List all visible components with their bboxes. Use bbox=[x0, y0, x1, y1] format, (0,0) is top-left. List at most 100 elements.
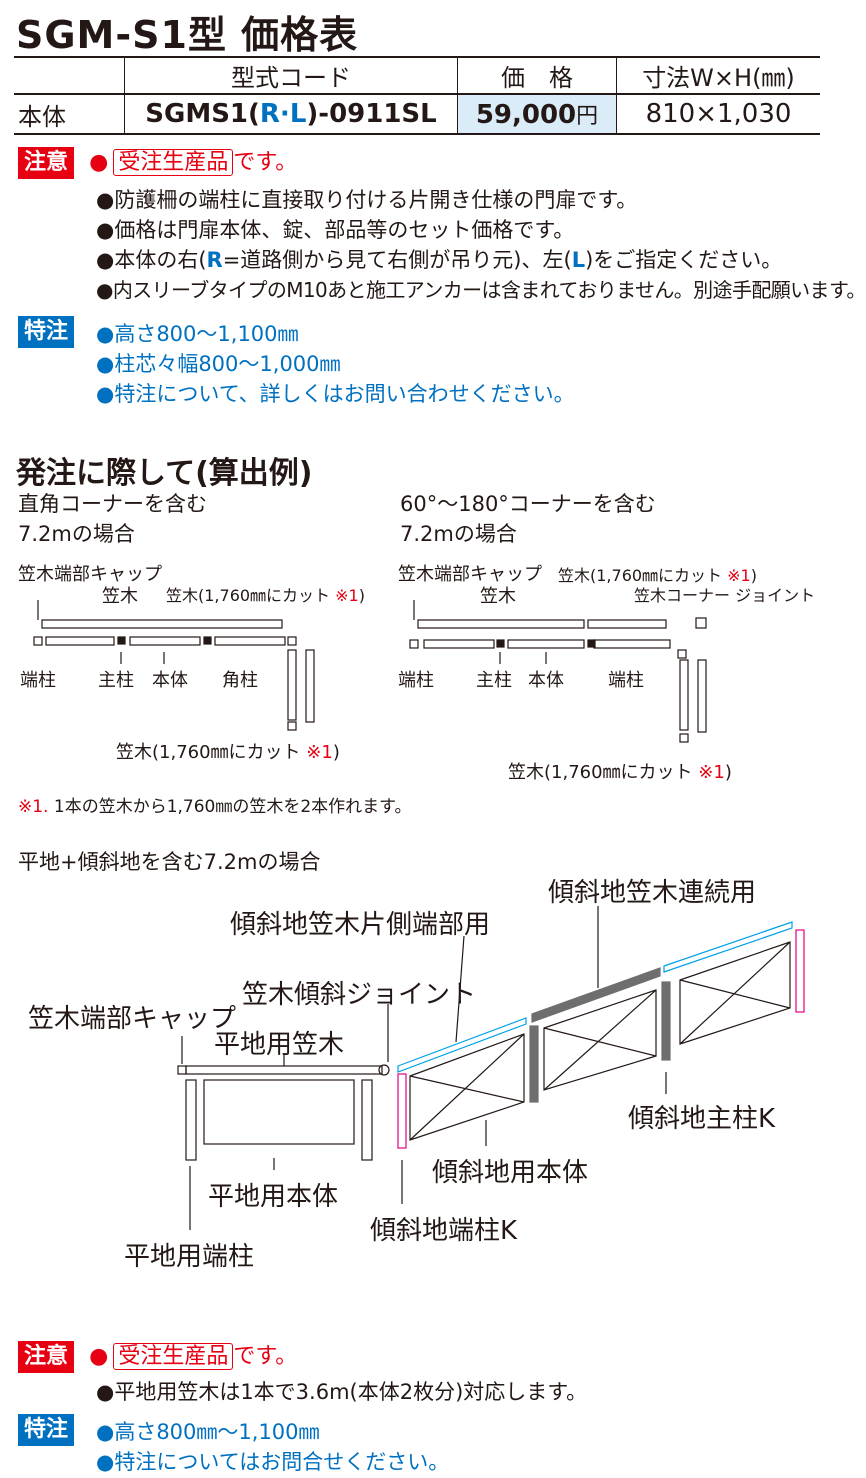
text: ) bbox=[724, 762, 732, 783]
header-price: 価 格 bbox=[457, 56, 617, 95]
special-item: ●特注についてはお問合せください。 bbox=[96, 1450, 450, 1474]
ex1-label-cornerpost: 角柱 bbox=[222, 670, 258, 691]
label-flat-body: 平地用本体 bbox=[208, 1182, 339, 1212]
table-header-row: 型式コード 価 格 寸法W×H(㎜) bbox=[14, 56, 820, 95]
ex1-label-cut2: 笠木(1,760㎜にカット ※1) bbox=[116, 738, 340, 764]
text: 笠木(1,760㎜にカット bbox=[508, 762, 699, 783]
red-bullet: ● bbox=[89, 150, 109, 175]
post-mark bbox=[287, 721, 297, 731]
ex2-label-cut2: 笠木(1,760㎜にカット ※1) bbox=[508, 758, 732, 784]
special-item: ●高さ800㎜～1,100㎜ bbox=[96, 1420, 320, 1444]
model-l: L bbox=[289, 99, 307, 129]
ex2-subtitle: 7.2mの場合 bbox=[400, 522, 517, 546]
ex1-label-body: 本体 bbox=[152, 670, 188, 691]
brace bbox=[409, 1075, 525, 1103]
notice-tag: 注意 bbox=[18, 1341, 75, 1373]
ex2-title: 60°～180°コーナーを含む bbox=[400, 492, 656, 516]
model-code: SGMS1(R·L)-0911SL bbox=[124, 93, 458, 135]
header-model-code: 型式コード bbox=[124, 56, 458, 95]
table-row: 本体 SGMS1(R·L)-0911SL 59,000円 810×1,030 bbox=[14, 93, 820, 135]
flat-rail bbox=[185, 1065, 383, 1075]
text: ) bbox=[332, 742, 340, 763]
main-post-mark bbox=[496, 639, 505, 648]
brace bbox=[679, 979, 791, 1009]
slope-diagram bbox=[177, 906, 805, 1230]
text: =道路側から見て右側が吊り元)、左( bbox=[222, 248, 572, 272]
notice-block-1: 注意 ● 受注生産品です。 bbox=[18, 144, 297, 179]
ex2-label-endpost2: 端柱 bbox=[608, 670, 644, 691]
slope-end-rail bbox=[663, 921, 793, 973]
slope-end-rail bbox=[397, 1017, 527, 1073]
panel bbox=[45, 636, 115, 646]
flat-body-panel bbox=[203, 1079, 355, 1145]
brace bbox=[543, 1027, 657, 1057]
special-item: ●柱芯々幅800～1,000㎜ bbox=[96, 352, 341, 376]
price-table: 型式コード 価 格 寸法W×H(㎜) 本体 SGMS1(R·L)-0911SL … bbox=[14, 56, 820, 135]
notice-item: ●平地用笠木は1本で3.6m(本体2枚分)対応します。 bbox=[96, 1380, 588, 1404]
label-flat-end-post: 平地用端柱 bbox=[124, 1242, 255, 1272]
slope-continuous-rail bbox=[531, 967, 661, 1023]
model-prefix: SGMS1( bbox=[145, 99, 260, 129]
vertical-panel bbox=[287, 649, 297, 721]
slope-main-post bbox=[529, 1025, 539, 1103]
price-unit: 円 bbox=[576, 104, 599, 129]
order-heading: 発注に際して(算出例) bbox=[16, 456, 313, 491]
slope-end-post bbox=[795, 929, 805, 1013]
ex2-label-cut: 笠木(1,760㎜にカット ※1) bbox=[558, 562, 757, 586]
slope-joint-mark bbox=[378, 1064, 390, 1076]
brace bbox=[543, 989, 657, 1091]
text: ) bbox=[358, 586, 365, 605]
note-ref: ※1 bbox=[335, 586, 359, 605]
brace bbox=[679, 941, 791, 1045]
header-dimensions: 寸法W×H(㎜) bbox=[616, 56, 820, 95]
corner-joint-mark bbox=[695, 617, 707, 629]
label-end-cap: 笠木端部キャップ bbox=[28, 1004, 237, 1034]
text: 笠木(1,760㎜にカット bbox=[166, 586, 336, 605]
notice-item: ●防護柵の端柱に直接取り付ける片開き仕様の門扉です。 bbox=[96, 188, 638, 212]
ex2-diagram bbox=[409, 600, 707, 743]
notice-item: ●価格は門扉本体、錠、部品等のセット価格です。 bbox=[96, 218, 575, 242]
label-slope-end-post: 傾斜地端柱K bbox=[370, 1216, 518, 1246]
post-mark bbox=[679, 733, 689, 743]
ex2-label-kasagi: 笠木 bbox=[480, 586, 516, 607]
text: 笠木(1,760㎜にカット bbox=[116, 742, 307, 763]
footnote-ref: ※1. bbox=[18, 797, 49, 817]
note-ref: ※1 bbox=[727, 566, 751, 585]
panel bbox=[507, 639, 585, 649]
end-post-mark bbox=[677, 649, 687, 659]
notice-block-2: 注意 ● 受注生産品です。 bbox=[18, 1338, 297, 1373]
ex2-label-mainpost: 主柱 bbox=[476, 670, 512, 691]
label-flat-rail: 平地用笠木 bbox=[214, 1030, 345, 1060]
red-bullet: ● bbox=[89, 1344, 109, 1369]
panel bbox=[129, 636, 201, 646]
diagrams bbox=[33, 600, 805, 1230]
brace bbox=[409, 1033, 525, 1141]
ex1-label-endpost: 端柱 bbox=[20, 670, 56, 691]
label-slope-main-post: 傾斜地主柱K bbox=[628, 1104, 776, 1134]
note-ref: ※1 bbox=[306, 742, 333, 763]
model-suffix: )-0911SL bbox=[306, 99, 437, 129]
ex2-label-cap: 笠木端部キャップ bbox=[398, 564, 542, 585]
desu-text: です。 bbox=[233, 1344, 298, 1369]
header-cell bbox=[14, 56, 125, 95]
footnote-text: 1本の笠木から1,760㎜の笠木を2本作れます。 bbox=[48, 797, 412, 817]
special-item: ●高さ800～1,100㎜ bbox=[96, 322, 299, 346]
label-slope-body: 傾斜地用本体 bbox=[432, 1158, 589, 1188]
notice-item: ●内スリーブタイプのM10あと施工アンカーは含まれておりません。別途手配願います… bbox=[96, 278, 866, 302]
page-title: SGM-S1型 価格表 bbox=[16, 13, 359, 57]
vertical-rail bbox=[697, 659, 707, 733]
panel bbox=[593, 639, 671, 649]
rail bbox=[417, 619, 585, 629]
note-ref: ※1 bbox=[698, 762, 725, 783]
ex1-label-cap: 笠木端部キャップ bbox=[18, 564, 162, 585]
flat-end-post bbox=[361, 1079, 373, 1161]
desu-text: です。 bbox=[233, 150, 298, 175]
made-to-order-badge: 受注生産品 bbox=[113, 1343, 234, 1370]
special-tag: 特注 bbox=[18, 1414, 75, 1446]
slope-title: 平地+傾斜地を含む7.2mの場合 bbox=[18, 850, 321, 874]
label-slope-joint: 笠木傾斜ジョイント bbox=[242, 980, 477, 1010]
footnote: ※1. 1本の笠木から1,760㎜の笠木を2本作れます。 bbox=[18, 792, 411, 817]
panel bbox=[214, 636, 286, 646]
end-cap-mark bbox=[177, 1065, 187, 1075]
text: 笠木(1,760㎜にカット bbox=[558, 566, 728, 585]
